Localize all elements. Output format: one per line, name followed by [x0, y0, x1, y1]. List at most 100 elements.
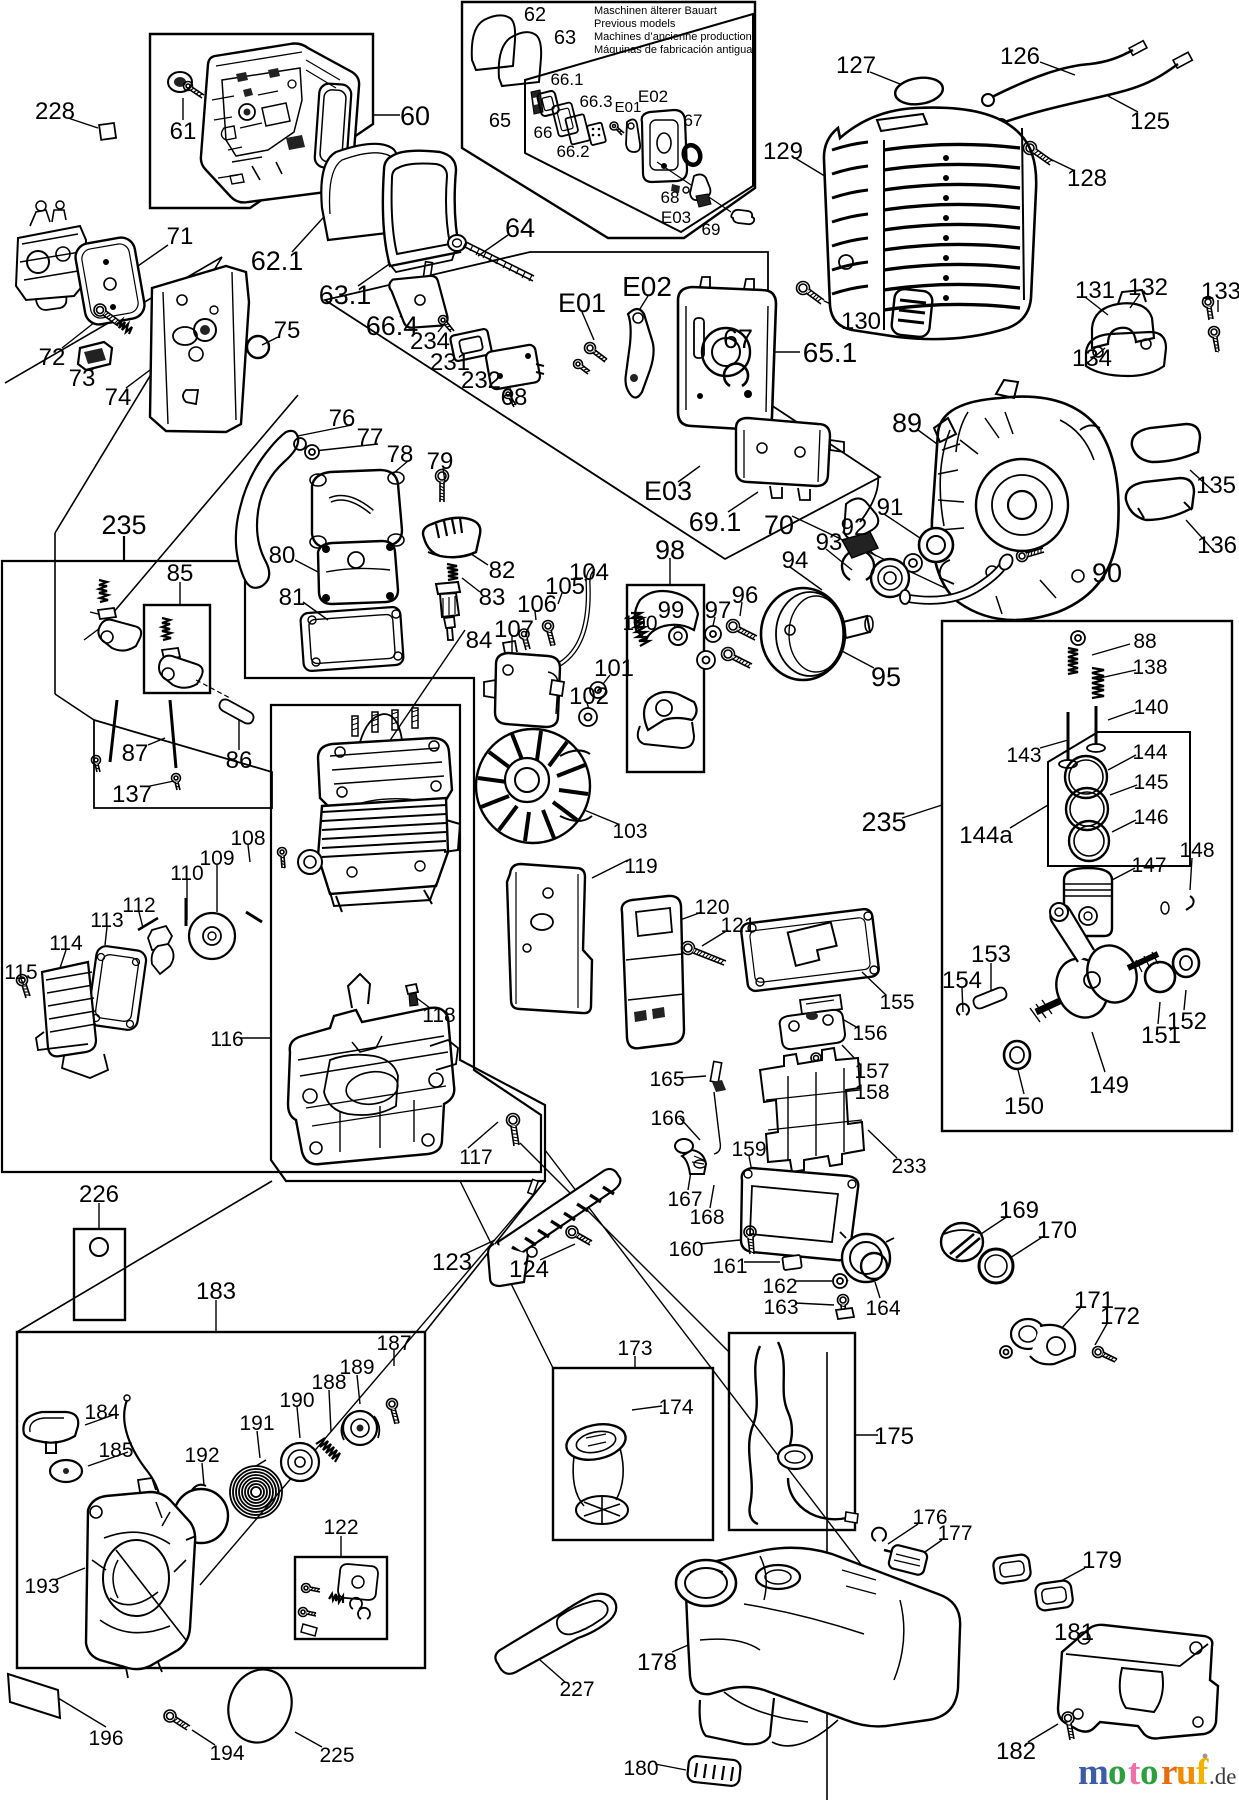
svg-text:196: 196 [88, 1727, 123, 1750]
svg-text:124: 124 [509, 1256, 549, 1283]
svg-text:118: 118 [422, 1004, 455, 1027]
svg-text:193: 193 [24, 1575, 59, 1598]
svg-text:158: 158 [854, 1081, 889, 1104]
svg-text:190: 190 [279, 1389, 314, 1412]
svg-text:62.1: 62.1 [251, 246, 304, 276]
svg-text:66.1: 66.1 [550, 70, 583, 89]
svg-text:146: 146 [1133, 806, 1168, 829]
svg-text:182: 182 [996, 1738, 1036, 1765]
svg-text:Maschinen älterer Bauart: Maschinen älterer Bauart [594, 5, 717, 17]
svg-text:66.3: 66.3 [579, 92, 612, 111]
svg-text:115: 115 [4, 961, 37, 984]
svg-text:66.2: 66.2 [556, 142, 589, 161]
svg-text:227: 227 [559, 1678, 594, 1701]
svg-text:140: 140 [1133, 696, 1168, 719]
svg-text:126: 126 [1000, 43, 1040, 70]
svg-text:82: 82 [489, 557, 516, 584]
svg-text:67: 67 [723, 324, 753, 354]
svg-text:113: 113 [90, 909, 123, 932]
svg-text:81: 81 [279, 584, 306, 611]
svg-text:174: 174 [658, 1396, 693, 1419]
svg-text:108: 108 [230, 827, 265, 850]
svg-text:66.4: 66.4 [366, 311, 419, 341]
svg-text:120: 120 [694, 896, 729, 919]
svg-text:171: 171 [1074, 1287, 1114, 1314]
svg-text:78: 78 [387, 441, 414, 468]
svg-text:110: 110 [170, 862, 203, 885]
svg-text:228: 228 [35, 98, 75, 125]
svg-text:m: m [1078, 1752, 1109, 1793]
svg-text:100: 100 [622, 612, 657, 635]
svg-text:70: 70 [764, 510, 794, 540]
svg-text:f: f [1196, 1752, 1209, 1793]
svg-text:194: 194 [209, 1742, 244, 1765]
svg-text:63.1: 63.1 [319, 280, 372, 310]
svg-text:155: 155 [879, 991, 914, 1014]
svg-text:92: 92 [841, 514, 868, 541]
svg-text:143: 143 [1006, 744, 1041, 767]
svg-text:164: 164 [865, 1297, 900, 1320]
svg-text:121: 121 [720, 914, 755, 937]
svg-text:114: 114 [49, 932, 83, 955]
svg-text:73: 73 [69, 365, 96, 392]
svg-text:84: 84 [466, 627, 493, 654]
svg-text:87: 87 [122, 740, 149, 767]
svg-text:107: 107 [494, 616, 534, 643]
svg-text:61: 61 [170, 118, 197, 145]
svg-text:E01: E01 [558, 288, 606, 318]
svg-text:185: 185 [98, 1439, 133, 1462]
svg-text:191: 191 [239, 1412, 274, 1435]
svg-text:156: 156 [852, 1022, 887, 1045]
svg-text:99: 99 [658, 597, 685, 624]
svg-text:83: 83 [479, 584, 506, 611]
svg-text:68: 68 [501, 384, 528, 411]
svg-text:E03: E03 [661, 208, 691, 227]
svg-text:145: 145 [1133, 771, 1168, 794]
svg-text:173: 173 [617, 1337, 652, 1360]
svg-text:154: 154 [942, 967, 982, 994]
svg-text:104: 104 [569, 559, 609, 586]
svg-text:79: 79 [427, 448, 454, 475]
svg-text:Machines d’ancienne production: Machines d’ancienne production [594, 31, 752, 43]
svg-text:159: 159 [731, 1138, 766, 1161]
svg-text:150: 150 [1004, 1093, 1044, 1120]
svg-text:152: 152 [1167, 1008, 1207, 1035]
svg-text:162: 162 [762, 1275, 797, 1298]
svg-text:62: 62 [524, 4, 546, 26]
svg-text:233: 233 [891, 1155, 926, 1178]
svg-text:153: 153 [971, 941, 1011, 968]
svg-text:177: 177 [937, 1522, 972, 1545]
svg-text:72: 72 [39, 344, 66, 371]
svg-text:E03: E03 [644, 476, 692, 506]
svg-text:.de: .de [1209, 1764, 1236, 1789]
svg-text:187: 187 [376, 1332, 411, 1355]
svg-text:129: 129 [763, 138, 803, 165]
svg-text:231: 231 [430, 349, 470, 376]
svg-text:116: 116 [210, 1028, 243, 1051]
svg-text:96: 96 [732, 582, 759, 609]
svg-text:109: 109 [199, 847, 234, 870]
svg-text:175: 175 [874, 1423, 914, 1450]
svg-text:134: 134 [1072, 345, 1112, 372]
svg-text:123: 123 [432, 1249, 472, 1276]
svg-text:91: 91 [877, 494, 904, 521]
svg-text:188: 188 [311, 1371, 346, 1394]
svg-text:64: 64 [505, 213, 535, 243]
svg-text:71: 71 [167, 223, 194, 250]
svg-text:181: 181 [1054, 1619, 1094, 1646]
svg-text:102: 102 [569, 683, 609, 710]
svg-text:106: 106 [517, 591, 557, 618]
svg-text:69.1: 69.1 [689, 507, 742, 537]
svg-text:133: 133 [1201, 278, 1239, 305]
svg-text:168: 168 [689, 1206, 724, 1229]
svg-text:E02: E02 [638, 87, 668, 106]
svg-text:Previous models: Previous models [594, 18, 676, 30]
svg-text:75: 75 [274, 317, 301, 344]
svg-text:89: 89 [892, 408, 922, 438]
svg-text:67: 67 [684, 111, 703, 130]
svg-text:167: 167 [667, 1188, 702, 1211]
svg-text:t: t [1128, 1752, 1141, 1793]
svg-text:77: 77 [357, 424, 384, 451]
svg-text:85: 85 [167, 560, 194, 587]
svg-text:192: 192 [184, 1444, 219, 1467]
